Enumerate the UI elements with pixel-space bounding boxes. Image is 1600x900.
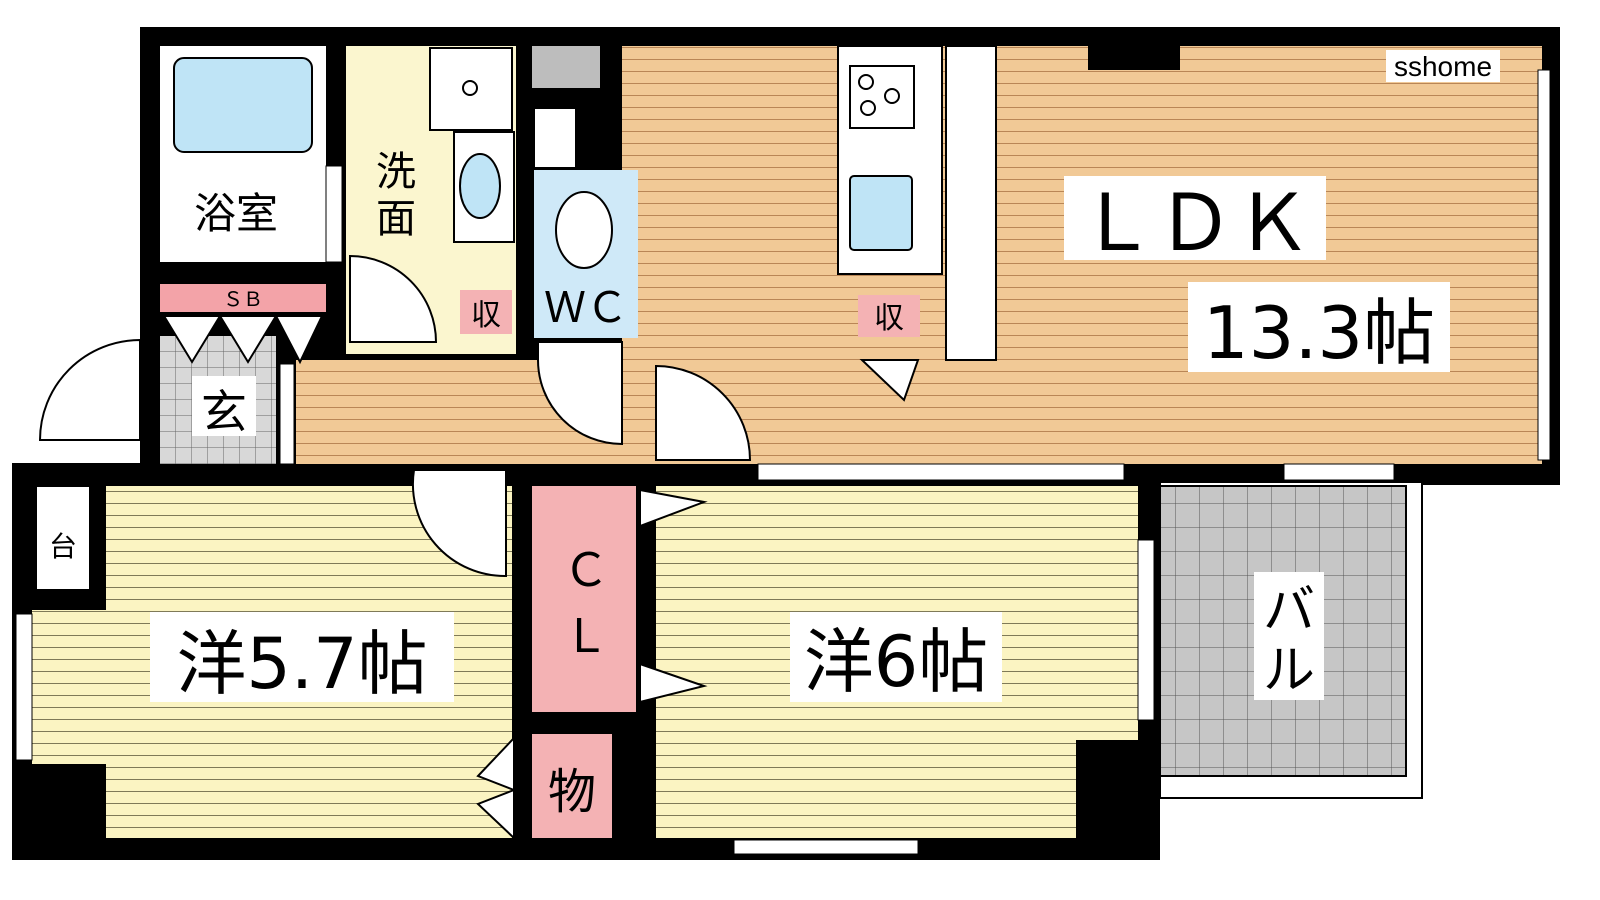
storage-kitchen-label: 収 xyxy=(874,301,904,336)
ldk-size-bg xyxy=(1188,282,1450,372)
washing-machine-pan xyxy=(429,47,513,131)
toilet-tank xyxy=(533,107,577,169)
washroom-label-top: 洗 xyxy=(376,149,416,195)
ldk-label-bg xyxy=(1064,176,1326,260)
entrance-step xyxy=(279,363,295,465)
closet-doors xyxy=(639,488,708,704)
storage-kitchen xyxy=(858,295,920,337)
drain-icon xyxy=(462,80,478,96)
western-2-label: 洋6帖 xyxy=(804,621,989,703)
wash-basin xyxy=(459,153,501,219)
stove xyxy=(849,65,915,129)
kitchen-wall-panel xyxy=(945,45,997,361)
entrance-label: 玄 xyxy=(201,385,247,439)
balcony-label-top: バ xyxy=(1263,581,1315,641)
watermark-bg xyxy=(1386,50,1500,82)
burner-icon xyxy=(860,100,876,116)
storage-hall xyxy=(460,290,512,334)
western-1-label: 洋5.7帖 xyxy=(176,623,427,705)
shoe-box xyxy=(160,284,326,312)
ldk-door xyxy=(655,364,752,461)
western-2-pillar xyxy=(1076,740,1158,860)
watermark: sshome xyxy=(1394,51,1492,82)
shoe-box-doors xyxy=(162,315,324,365)
storage-kitchen-door xyxy=(859,359,920,402)
bath-label: 浴室 xyxy=(194,189,278,238)
balcony-label-bg xyxy=(1254,572,1324,700)
ldk-pillar xyxy=(1088,46,1180,70)
closet-label-bottom: Ｌ xyxy=(563,610,609,662)
closet xyxy=(532,486,636,712)
western-2-balcony-window xyxy=(1137,539,1155,721)
western-2-label-bg xyxy=(790,612,1002,702)
toilet-label: ＷＣ xyxy=(544,284,628,331)
toilet-shelf xyxy=(532,46,600,88)
ldk-window-right xyxy=(1537,69,1551,461)
sink xyxy=(849,175,913,251)
burner-icon xyxy=(884,88,900,104)
burner-icon xyxy=(858,74,874,90)
ldk-window-bottom-2 xyxy=(1283,463,1395,481)
western-1-door xyxy=(411,469,507,578)
western-1-window xyxy=(15,613,33,761)
balcony-label-bottom: ル xyxy=(1263,641,1315,701)
storage-hall-label: 収 xyxy=(471,298,501,333)
washroom-door xyxy=(349,254,438,343)
bath-tub xyxy=(173,57,313,153)
bath-door xyxy=(325,165,343,263)
stand xyxy=(35,485,91,591)
western-1-label-bg xyxy=(150,612,454,702)
storage xyxy=(532,734,612,838)
ldk-size-label: 13.3帖 xyxy=(1203,291,1435,375)
stand-label: 台 xyxy=(49,530,77,563)
washroom-label-bottom: 面 xyxy=(376,196,416,242)
entrance-label-bg xyxy=(192,376,256,436)
entrance-door xyxy=(38,338,141,441)
ldk-window-bottom xyxy=(757,463,1125,481)
ldk-name-label: ＬＤＫ xyxy=(1078,179,1312,267)
western-2-window xyxy=(733,839,919,855)
closet-label-top: Ｃ xyxy=(563,544,609,596)
storage-doors xyxy=(476,735,515,841)
storage-label: 物 xyxy=(548,764,596,820)
toilet-door xyxy=(537,341,623,446)
western-1-pillar xyxy=(12,764,106,860)
shoe-box-label: ＳＢ xyxy=(223,289,263,311)
toilet-bowl xyxy=(555,191,613,269)
